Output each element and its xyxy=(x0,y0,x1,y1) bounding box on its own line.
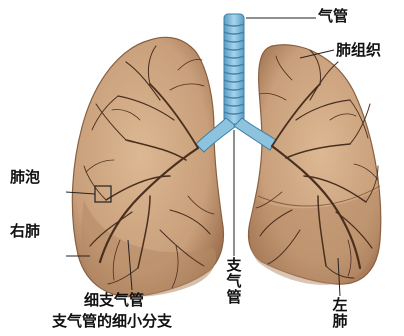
label-trachea: 气管 xyxy=(318,9,348,24)
label-bronchiole: 细支气管 xyxy=(84,293,144,308)
label-right-lung: 右肺 xyxy=(10,224,40,239)
label-lung-tissue: 肺组织 xyxy=(336,43,381,58)
label-left-lung: 左肺 xyxy=(332,298,348,330)
label-bronchus: 支气管 xyxy=(226,258,242,305)
label-alveolus: 肺泡 xyxy=(10,170,40,185)
trachea-tube xyxy=(224,14,244,124)
label-bronchiole-branch: 支气管的细小分支 xyxy=(52,314,172,329)
